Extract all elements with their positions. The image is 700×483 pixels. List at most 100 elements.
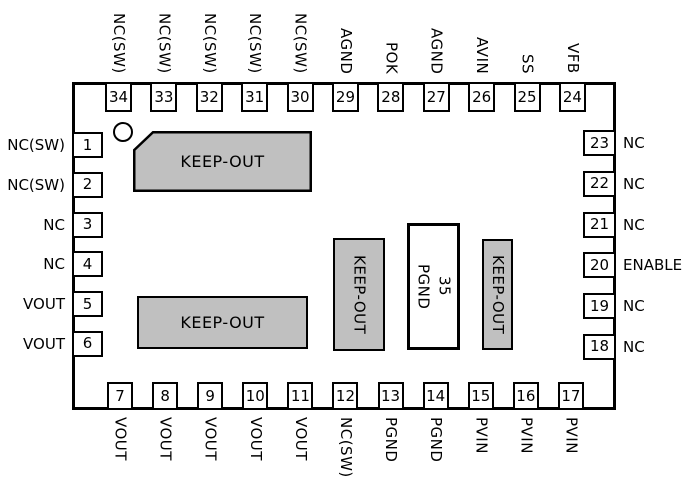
pin-number: 7 [115, 386, 125, 405]
pin-number: 3 [82, 215, 93, 234]
pin-28: POK 28 [377, 10, 405, 112]
pin-number-box: 6 [72, 330, 103, 357]
pin-label: VOUT [291, 417, 310, 461]
pin-number: 2 [82, 175, 93, 194]
pin-number-box: 22 [583, 170, 616, 197]
pin-number-box: 21 [583, 211, 616, 238]
pin-label: SS [518, 53, 537, 74]
pin-label: NC [43, 255, 65, 274]
pin-number: 1 [82, 135, 93, 154]
pin-22: 22 NC [583, 170, 700, 197]
left-pin-column: NC(SW) 1 NC(SW) 2 NC 3 NC 4 VOUT 5 VOUT … [0, 132, 103, 357]
pin-label: VFB [563, 43, 582, 74]
pin-label: NC(SW) [336, 417, 355, 478]
pin-number-box: 13 [377, 382, 404, 410]
keepout-label: KEEP-OUT [350, 254, 369, 335]
pin-8: 8 VOUT [152, 382, 179, 478]
pin-label: NC(SW) [155, 13, 174, 74]
pin-number: 30 [290, 87, 310, 106]
pin-number: 17 [561, 386, 581, 405]
keepout-label: KEEP-OUT [489, 254, 507, 335]
pin-6: VOUT 6 [0, 330, 103, 357]
pin-label: NC(SW) [200, 13, 219, 74]
pin-21: 21 NC [583, 211, 700, 238]
pin-3: NC 3 [0, 211, 103, 238]
pin-number: 13 [381, 386, 401, 405]
bottom-pin-row: 7 VOUT 8 VOUT 9 VOUT 10 VOUT 11 VOUT 12 … [107, 382, 584, 478]
keepout-label: KEEP-OUT [180, 313, 265, 332]
pin-number: 21 [589, 215, 610, 234]
pin-label: NC [623, 215, 645, 234]
pin-17: 17 PVIN [557, 382, 584, 478]
pin-2: NC(SW) 2 [0, 171, 103, 198]
pin-33: NC(SW) 33 [150, 10, 178, 112]
pin-31: NC(SW) 31 [241, 10, 269, 112]
keepout-label: KEEP-OUT [180, 152, 265, 171]
pin-10: 10 VOUT [242, 382, 269, 478]
pin-12: 12 NC(SW) [332, 382, 359, 478]
pin-30: NC(SW) 30 [286, 10, 314, 112]
pin-label: AGND [427, 27, 446, 74]
pin-label: PVIN [472, 417, 491, 454]
pad-number: 35 [435, 276, 454, 297]
pin-34: NC(SW) 34 [105, 10, 132, 112]
pin-number: 16 [516, 386, 536, 405]
pin-number: 10 [245, 386, 265, 405]
pin-number-box: 24 [558, 82, 586, 112]
pin-23: 23 NC [583, 130, 700, 156]
pin-number-box: 17 [557, 382, 584, 410]
pin-number: 11 [290, 386, 310, 405]
center-thermal-pad: 35 PGND [407, 223, 460, 350]
pin-1: NC(SW) 1 [0, 132, 103, 158]
pin-4: NC 4 [0, 251, 103, 278]
pin-number: 18 [589, 337, 610, 356]
pin-number-box: 28 [377, 82, 405, 112]
pin-20: 20 ENABLE [583, 252, 700, 279]
right-pin-column: 23 NC 22 NC 21 NC 20 ENABLE 19 NC 18 NC [583, 130, 700, 360]
pin-label: NC [623, 174, 645, 193]
keepout-chamfer-shape [133, 131, 312, 192]
pin-number-box: 12 [332, 382, 359, 410]
pin-24: VFB 24 [558, 10, 586, 112]
pin-number: 9 [205, 386, 215, 405]
pin-number: 14 [426, 386, 446, 405]
pin-label: PVIN [517, 417, 536, 454]
pin-label: POK [382, 41, 401, 74]
keepout-region-top: KEEP-OUT [133, 131, 312, 192]
pin-27: AGND 27 [422, 10, 450, 112]
pin-label: AVIN [473, 36, 492, 74]
pin-label: VOUT [246, 417, 265, 461]
pin-label: NC(SW) [246, 13, 265, 74]
pin-label: NC(SW) [291, 13, 310, 74]
pin-32: NC(SW) 32 [195, 10, 223, 112]
pin-5: VOUT 5 [0, 291, 103, 318]
pin-number-box: 3 [72, 211, 103, 238]
pin-18: 18 NC [583, 333, 700, 360]
pin-number-box: 20 [583, 252, 616, 279]
pin-number: 34 [108, 87, 129, 106]
pin-number: 31 [245, 87, 265, 106]
pad-label: PGND [414, 263, 433, 310]
pin-number-box: 33 [150, 82, 178, 112]
pin-label: NC(SW) [7, 175, 65, 194]
pin-label: NC [43, 215, 65, 234]
pin-number: 29 [335, 87, 355, 106]
pin-number-box: 30 [286, 82, 314, 112]
pin-number-box: 1 [72, 132, 103, 158]
pin-number-box: 2 [72, 171, 103, 198]
pin-label: NC(SW) [110, 13, 128, 74]
pin-number: 4 [82, 254, 93, 273]
pin-number-box: 16 [512, 382, 539, 410]
pin-29: AGND 29 [331, 10, 359, 112]
pin-label: AGND [336, 27, 355, 74]
pin-label: VOUT [201, 417, 220, 461]
pin-number-box: 18 [583, 333, 616, 360]
pin-number: 24 [562, 87, 582, 106]
top-pin-row: NC(SW) 34 NC(SW) 33 NC(SW) 32 NC(SW) 31 … [105, 10, 586, 112]
pin-label: VOUT [111, 417, 130, 461]
pin-number-box: 31 [241, 82, 269, 112]
pin-number: 12 [335, 386, 356, 405]
pin-number-box: 29 [331, 82, 359, 112]
pin-number-box: 15 [467, 382, 494, 410]
